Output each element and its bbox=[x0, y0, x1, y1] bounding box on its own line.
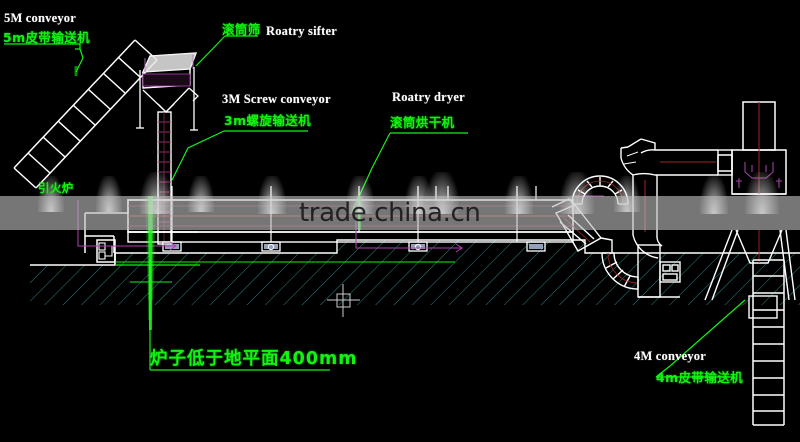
leader-lines bbox=[4, 35, 746, 378]
sifter-frame-detail bbox=[144, 55, 194, 72]
cyclone-arc-duct bbox=[571, 175, 629, 205]
conveyor-4m-truss bbox=[752, 259, 785, 426]
leader-sifter bbox=[195, 35, 226, 67]
rotary-sifter-unit bbox=[136, 52, 199, 131]
leader-screw bbox=[171, 130, 225, 181]
duct-green-beam bbox=[357, 196, 362, 230]
conveyor-5m-truss bbox=[13, 39, 158, 189]
leader-5m-underline bbox=[4, 43, 81, 50]
blower-housing bbox=[637, 244, 681, 298]
dust-collector-unit bbox=[717, 101, 787, 195]
leader-4m bbox=[655, 299, 746, 378]
duct-lower-elbow bbox=[632, 234, 663, 259]
leader-5m bbox=[75, 48, 84, 73]
rotary-dryer-drum bbox=[127, 199, 574, 243]
ground-hatching bbox=[30, 239, 800, 305]
screw-conveyor-3m-body bbox=[157, 111, 172, 245]
duct-run-horizontal bbox=[620, 138, 733, 235]
center-mark-symbol bbox=[327, 284, 360, 317]
furnace-burner-detail bbox=[98, 242, 113, 260]
duct-elbow-segments bbox=[623, 151, 639, 165]
